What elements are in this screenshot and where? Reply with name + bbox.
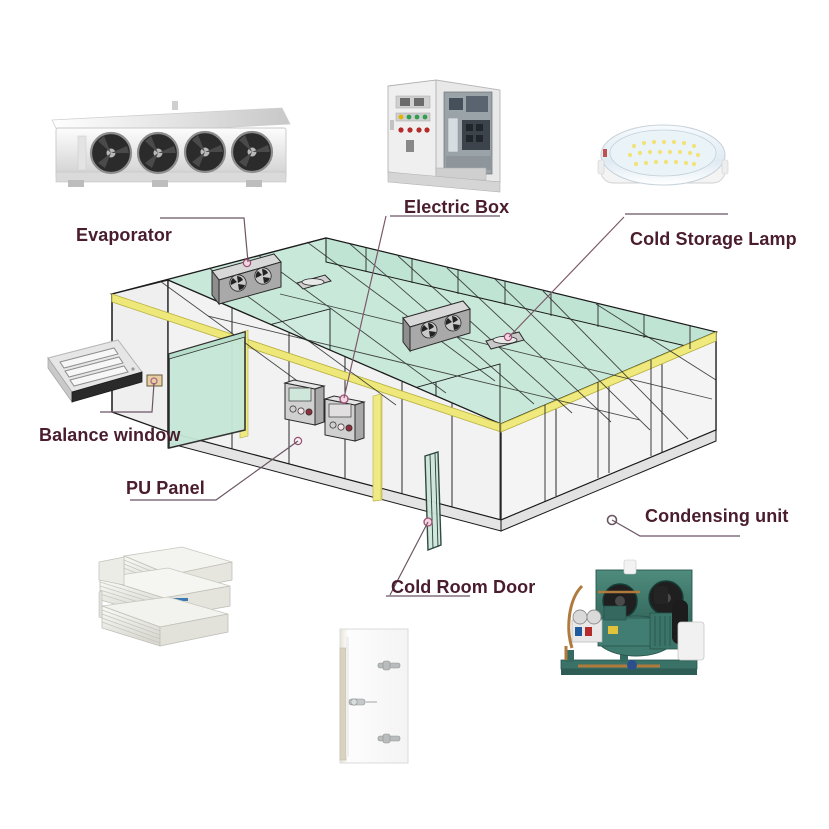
label-cold-storage-lamp: Cold Storage Lamp [630,229,797,249]
ceiling-evaporator-1 [211,253,282,306]
leader-evaporator [160,217,249,263]
label-balance-window: Balance window [39,425,181,445]
cold-storage-lamp-photo [597,124,729,186]
right-wall-panel-joints [555,355,663,496]
cold-room-3d-model [109,237,719,552]
interior-rear-studs [365,248,691,349]
label-condensing-unit: Condensing unit [645,506,789,526]
cold-room-door-photo [339,628,409,764]
label-pu-panel: PU Panel [126,478,205,498]
room-door [423,451,442,552]
evaporator-photo [51,101,291,187]
leader-condensing-unit [611,519,740,537]
wall-controller-1 [283,379,326,426]
label-electric-box: Electric Box [404,197,510,217]
front-wall-skirt [167,431,502,532]
ceiling-lamp-2 [485,331,525,350]
leader-electric-box-2 [343,215,387,399]
leader-cold-storage-lamp-2 [508,216,625,338]
pu-panel-anchor [293,436,303,446]
interior-right-studs [499,360,652,520]
balance-window-photo [47,339,143,404]
leader-lines [100,213,740,597]
edge-trim-right [500,331,717,433]
ceiling-lamp-1 [296,274,332,290]
condensing-unit-anchor [606,514,618,526]
condensing-unit-photo [560,559,705,675]
electric-box-photo [387,79,501,193]
leader-pu-panel [130,440,299,501]
label-cold-room-door: Cold Room Door [391,577,536,597]
inner-partition-left-frame [168,331,246,360]
wall-controller-2 [323,394,366,442]
pu-panel-photo [98,546,233,647]
leader-cold-room-door [389,521,429,596]
door-frame-trim [372,393,382,502]
ceiling-evaporator-2 [402,300,471,353]
leader-balance-window [100,382,155,413]
label-evaporator: Evaporator [76,225,173,245]
